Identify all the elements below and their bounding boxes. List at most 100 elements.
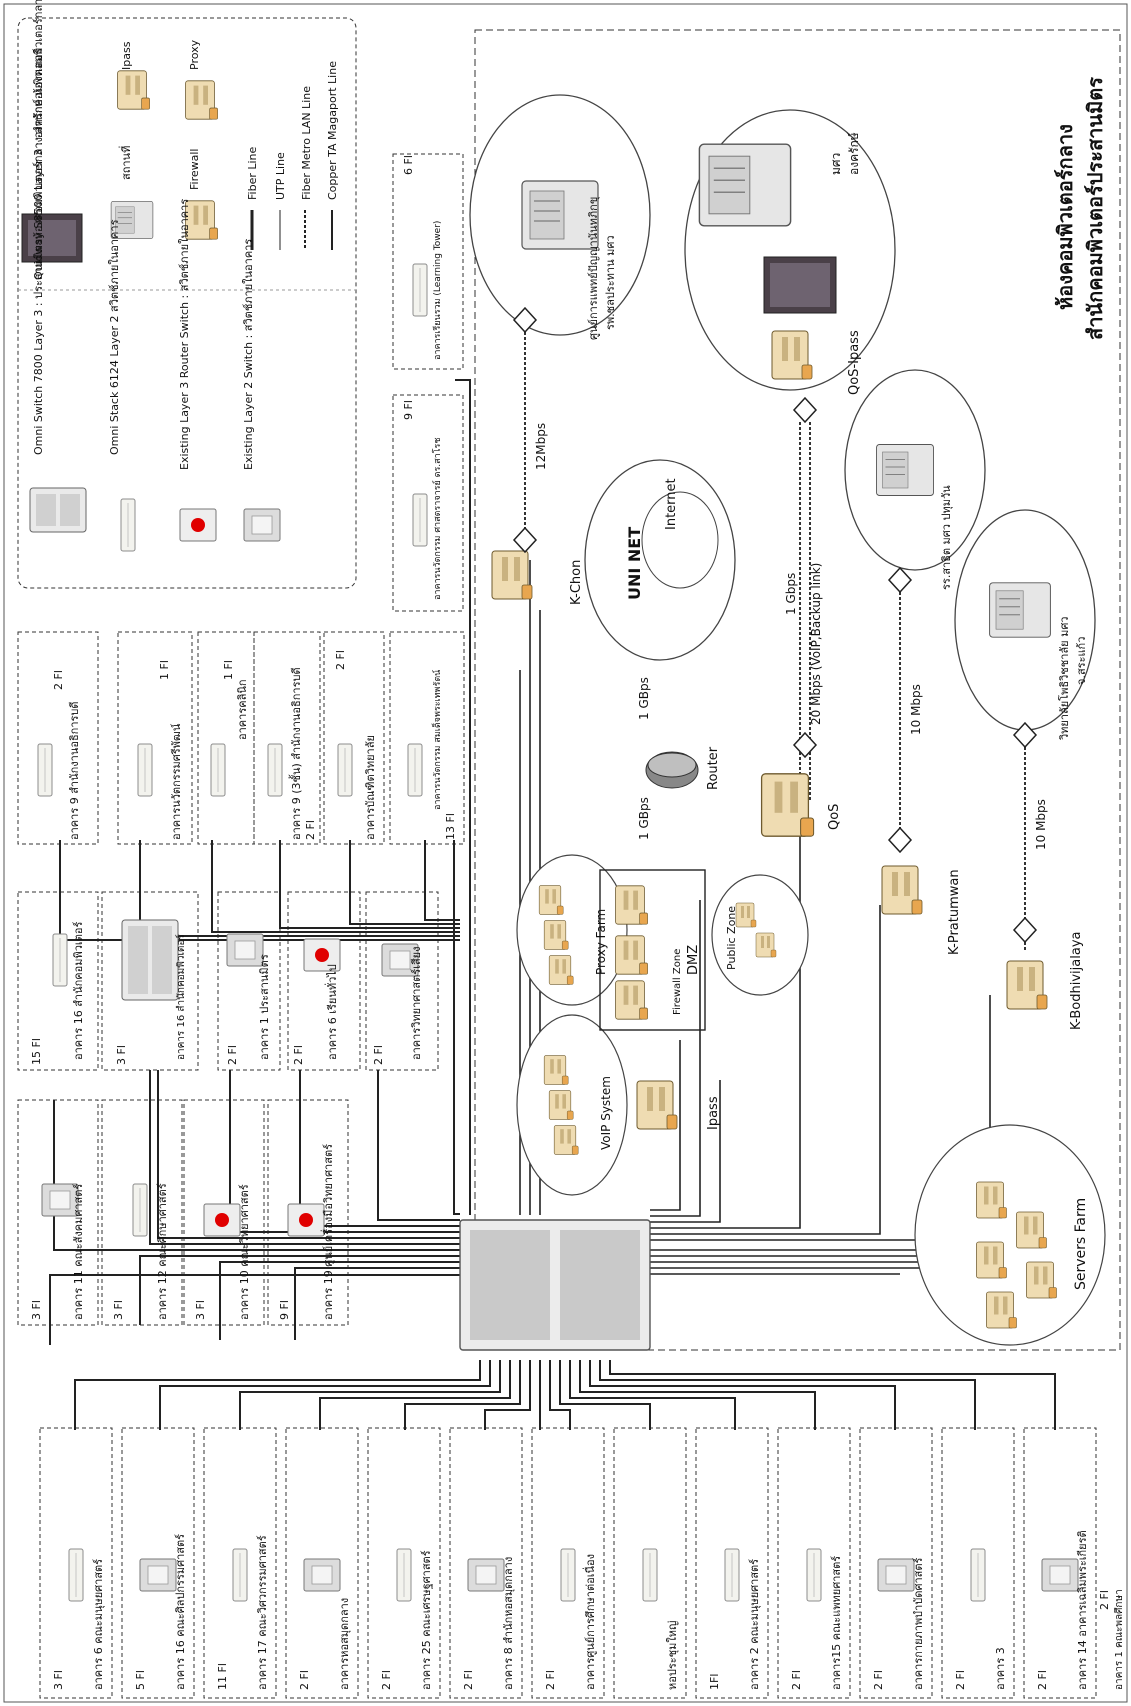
building-b1-name: อาคาร 6 คณะมนุษยศาสตร์ [92, 1559, 105, 1690]
building-m1-name: อาคาร 16 สำนักคอมพิวเตอร์ [72, 922, 85, 1060]
link-10mbps-b: 10 Mbps [1034, 799, 1048, 850]
building-t8-name: อาคารเรียนรวม (Learning Tower) [432, 221, 443, 360]
building-b2-floors: 5 Fl [134, 1670, 147, 1690]
building-t7-name: อาคารนวัตกรรม ศาสตราจารย์ ดร.สาโรช [431, 438, 443, 600]
building-m2-floors: 3 Fl [115, 1045, 128, 1065]
legend-label-proxy: Proxy [188, 39, 201, 70]
qos-label: QoS [827, 804, 842, 830]
building-t1-name: อาคาร 9 สำนักงานอธิการบดี [68, 701, 81, 840]
building-b2-name: อาคาร 16 คณะศิลปกรรมศาสตร์ [174, 1534, 187, 1690]
building-b6-name: อาคาร 8 สำนักหอสมุดกลาง [502, 1557, 515, 1690]
building-m5-floors: 2 Fl [372, 1045, 385, 1065]
device-text: K-Chon Router QoS QoS-Ipass K-Pratumwan … [569, 330, 1089, 1290]
firewall-servers [615, 885, 648, 1020]
building-t4-name: อาคาร 9 (3ชั้น) สำนักงานอธิการบดี [288, 667, 303, 840]
sakaeo-label-1: วิทยาลัยโพธิวิชชาลัย มศว [1057, 617, 1071, 741]
building-m8-floors: 3 Fl [194, 1300, 207, 1320]
dmz-label: DMZ [686, 945, 701, 975]
k-bodhi-server-icon [1006, 960, 1048, 1010]
k-bodhi-label: K-Bodhivijalaya [1069, 932, 1084, 1030]
building-m3-name: อาคาร 1 ประสานมิตร [258, 954, 271, 1060]
building-b11-name: อาคารกายภาพบำบัดศาสตร์ [912, 1558, 925, 1690]
central-room-region [474, 29, 1121, 1351]
ratchaburi-label: รร.สาธิต มศว ปทุมวัน [940, 485, 953, 590]
building-b9-floors: 1Fl [708, 1674, 721, 1690]
building-t8-floors: 6 Fl [402, 155, 415, 175]
cloud-text: UNI NET Internet ศูนย์การแพทย์ปัญญานันทภ… [587, 132, 1088, 741]
building-switches-mid [41, 919, 419, 1237]
router-label: Router [706, 746, 721, 790]
building-b10-name: อาคาร15 คณะแพทยศาสตร์ [830, 1556, 843, 1690]
core-switch-icon [459, 1219, 651, 1351]
legend-panel [17, 17, 357, 589]
building-b3-floors: 11 Fl [216, 1663, 229, 1690]
title: ห้องคอมพิวเตอร์กลาง สำนักคอมพิวเตอร์ประส… [1053, 77, 1107, 340]
ipass-label: Ipass [706, 1096, 721, 1130]
metro-links [524, 320, 1026, 950]
legend-quidway-switch-icon [21, 213, 83, 263]
building-b5-floors: 2 Fl [380, 1670, 393, 1690]
legend-label-existing-l2: Existing Layer 2 Switch : สวิตช์ภายในอาค… [242, 239, 255, 470]
k-pratumwan-server-icon [881, 865, 923, 915]
public-zone-label: Public Zone [725, 906, 738, 970]
building-t6-floors: 13 Fl [444, 813, 457, 840]
building-b10-floors: 2 Fl [790, 1670, 803, 1690]
building-t7-floors: 9 Fl [402, 400, 415, 420]
servers-farm-label: Servers Farm [1073, 1198, 1089, 1290]
sakaeo-label-2: จ.สระแก้ว [1075, 637, 1088, 685]
building-m3-floors: 2 Fl [226, 1045, 239, 1065]
legend-line-swatches [250, 210, 333, 250]
building-m7-name: อาคาร 12 คณะศึกษาศาสตร์ [156, 1183, 169, 1320]
legend-proxy-server-icon [185, 80, 219, 120]
legend-label-omni7800: Omni Switch 7800 Layer 3 : ประสานมิตรห้อ… [32, 48, 45, 455]
link-20mbps: 20 Mbps (VoIP,Backup link) [809, 563, 823, 725]
legend-label-firewall: Firewall [188, 149, 201, 190]
building-m8-name: อาคาร 10 คณะวิทยาศาสตร์ [238, 1184, 251, 1320]
host-ratchaburi-icon [876, 444, 934, 496]
legend-l3-router-switch-icon [179, 508, 217, 542]
legend-line-fiber: Fiber Line [246, 146, 259, 200]
building-switches-left [68, 1548, 1079, 1602]
qos-ipass-server-icon [771, 330, 813, 380]
building-b7-floors: 2 Fl [544, 1670, 557, 1690]
k-chon-server-icon [491, 550, 533, 600]
link-10mbps-a: 10 Mbps [909, 684, 923, 735]
top-building-frames [17, 153, 465, 845]
building-b5-name: อาคาร 25 คณะเศรษฐศาสตร์ [420, 1550, 433, 1690]
voip-label: VoIP System [599, 1076, 613, 1150]
building-m9-floors: 9 Fl [278, 1300, 291, 1320]
ongkharak-label-1: มศว [829, 153, 843, 175]
link-text: 12Mbps 1 GBps 1 GBps 1 Gbps 20 Mbps (VoI… [534, 423, 1048, 850]
building-b1-floors: 3 Fl [52, 1670, 65, 1690]
mid-building-text: 15 Fl อาคาร 16 สำนักคอมพิวเตอร์ 3 Fl อาค… [30, 922, 423, 1320]
title-line-2: สำนักคอมพิวเตอร์ประสานมิตร [1083, 77, 1107, 340]
building-m6-name: อาคาร 11 คณะสังคมศาสตร์ [72, 1184, 85, 1320]
legend-label-omni6124: Omni Stack 6124 Layer 2 สวิตช์ภายในอาคาร [108, 219, 121, 455]
ipass-server-icon [636, 1080, 678, 1130]
k-pratumwan-label: K-Pratumwan [947, 869, 962, 955]
internet-label: Internet [664, 478, 679, 530]
building-t5-floors: 2 Fl [334, 650, 347, 670]
chon-hosp-label-1: ศูนย์การแพทย์ปัญญานันทภิกขุ [587, 197, 600, 340]
building-switches-top [37, 263, 428, 797]
cloud-uninet [584, 459, 736, 661]
ongkharak-label-2: องครักษ์ [847, 132, 861, 175]
page-frame [3, 3, 1128, 1703]
router-icon [645, 751, 699, 789]
proxy-farm-label: Proxy Farm [594, 909, 608, 975]
building-m2-name: อาคาร 16 สำนักคอมพิวเตอร์ [175, 934, 187, 1060]
host-sakaeo-icon [989, 582, 1051, 638]
legend-label-site: สถานที่ [118, 146, 133, 180]
building-m9-name: อาคาร 19 ศูนย์เครื่องมือวิทยาศาสตร์ [320, 1144, 335, 1320]
building-m7-floors: 3 Fl [112, 1300, 125, 1320]
k-chon-label: K-Chon [569, 560, 584, 605]
building-b6-floors: 2 Fl [462, 1670, 475, 1690]
top-building-text: 2 Fl อาคาร 9 สำนักงานอธิการบดี 1 Fl อาคา… [52, 155, 457, 840]
legend-line-copper: Copper TA Magaport Line [326, 61, 339, 200]
building-m4-floors: 2 Fl [292, 1045, 305, 1065]
building-b4-floors: 2 Fl [298, 1670, 311, 1690]
link-1gbps-c: 1 Gbps [784, 573, 798, 615]
legend-label-existing-l3: Existing Layer 3 Router Switch : สวิตช์ภ… [178, 199, 191, 470]
